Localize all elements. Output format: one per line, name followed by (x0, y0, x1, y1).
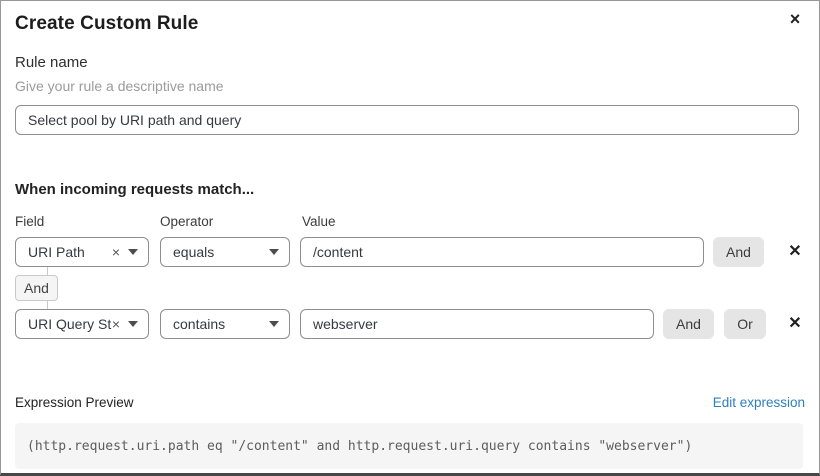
expression-preview-header: Expression Preview Edit expression (15, 395, 805, 410)
field-select-value: URI Query St... (28, 316, 112, 332)
close-icon[interactable]: × (783, 7, 807, 31)
match-row-1: URI Path × equals And ✕ (15, 237, 805, 267)
matcher-column-labels: Field Operator Value (15, 214, 805, 229)
chevron-down-icon (269, 321, 279, 327)
rule-name-helper: Give your rule a descriptive name (15, 78, 224, 94)
remove-row-icon[interactable]: ✕ (785, 241, 805, 263)
add-and-condition-button[interactable]: And (663, 309, 714, 339)
chevron-down-icon (128, 321, 138, 327)
chevron-down-icon (128, 249, 138, 255)
field-select-row2[interactable]: URI Query St... × (15, 309, 149, 339)
value-input-row1[interactable] (300, 237, 704, 267)
field-select-value: URI Path (28, 244, 85, 260)
connector-line-top (47, 267, 48, 275)
operator-select-value: contains (173, 316, 226, 332)
rule-name-section: Rule name Give your rule a descriptive n… (15, 54, 805, 135)
field-select-row1[interactable]: URI Path × (15, 237, 149, 267)
rule-name-label: Rule name (15, 54, 88, 71)
expression-code-block: (http.request.uri.path eq "/content" and… (15, 423, 803, 469)
operator-select-row2[interactable]: contains (160, 309, 290, 339)
remove-row-icon[interactable]: ✕ (785, 313, 805, 335)
value-input-row2[interactable] (300, 309, 654, 339)
connector-line-bottom (47, 301, 48, 309)
operator-select-row1[interactable]: equals (160, 237, 290, 267)
page-title: Create Custom Rule (15, 13, 199, 34)
chevron-down-icon (269, 249, 279, 255)
add-and-condition-button[interactable]: And (713, 237, 764, 267)
clear-selection-icon[interactable]: × (111, 316, 120, 332)
field-column-label: Field (15, 214, 45, 229)
match-row-2: URI Query St... × contains And Or ✕ (15, 309, 805, 339)
value-column-label: Value (302, 214, 336, 229)
matcher-heading: When incoming requests match... (15, 181, 255, 198)
expression-preview-label: Expression Preview (15, 395, 134, 410)
operator-column-label: Operator (160, 214, 214, 229)
operator-select-value: equals (173, 244, 215, 260)
rule-name-input[interactable] (15, 105, 799, 135)
edit-expression-link[interactable]: Edit expression (712, 395, 805, 410)
row-connector: And (15, 267, 805, 309)
connector-and-badge: And (15, 275, 58, 301)
clear-selection-icon[interactable]: × (111, 244, 120, 260)
add-or-condition-button[interactable]: Or (724, 309, 766, 339)
